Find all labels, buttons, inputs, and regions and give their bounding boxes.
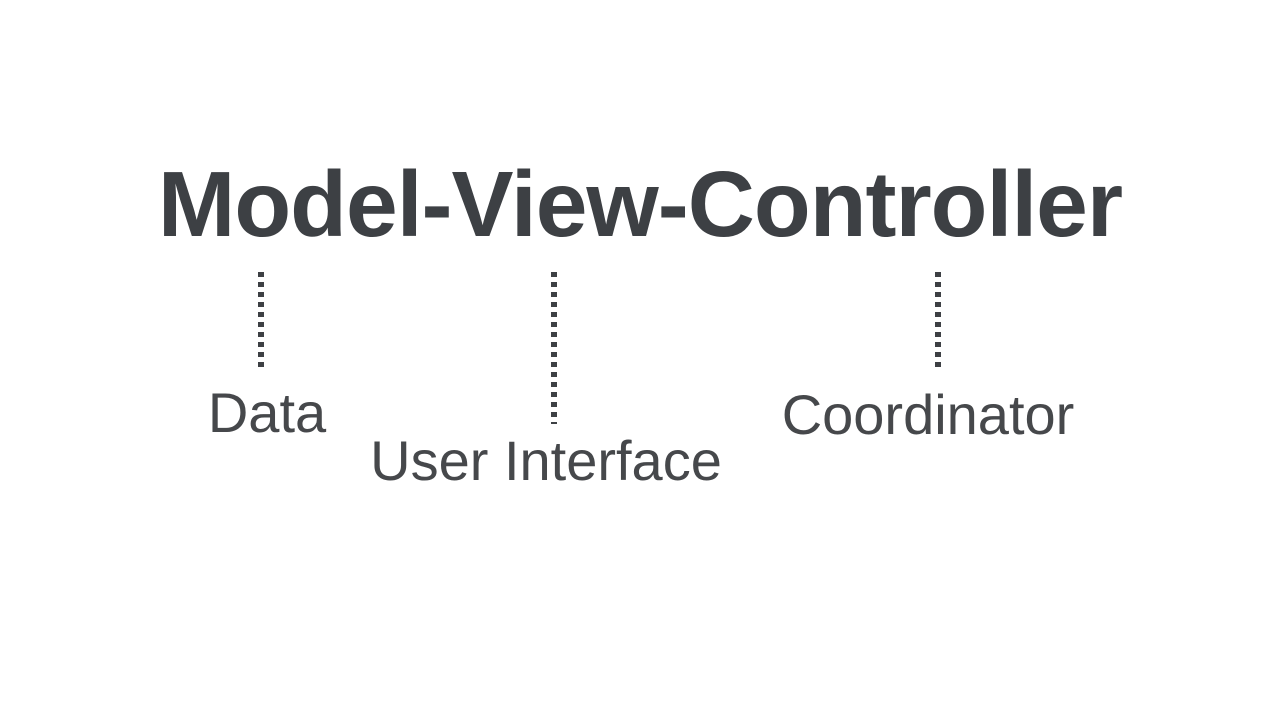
label-view-meaning: User Interface bbox=[370, 429, 722, 492]
label-controller-meaning: Coordinator bbox=[781, 383, 1075, 446]
label-model-meaning: Data bbox=[207, 381, 327, 444]
dotted-line-model-icon bbox=[258, 272, 264, 370]
dotted-line-controller-icon bbox=[935, 272, 941, 370]
slide-title: Model-View-Controller bbox=[157, 152, 1123, 256]
dotted-line-view-icon bbox=[551, 272, 557, 424]
